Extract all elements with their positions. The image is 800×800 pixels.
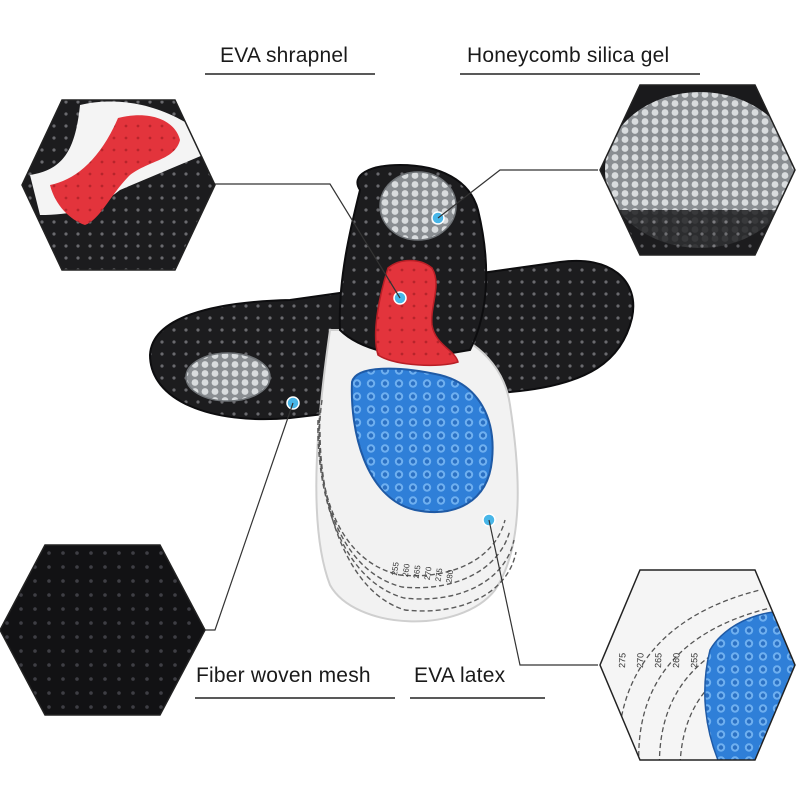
forefoot-gel-pad (350, 367, 494, 513)
leader-lines (205, 169, 598, 666)
size-mark: 270 (423, 566, 434, 581)
detail-size-mark: 275 (617, 653, 628, 668)
detail-eva-shrapnel (21, 99, 216, 271)
heel-honeycomb-pad (379, 171, 457, 241)
size-mark: 280 (444, 569, 455, 584)
size-mark: 275 (434, 567, 445, 582)
detail-honeycomb-silica-gel (599, 84, 796, 256)
label-eva-latex: EVA latex (414, 664, 506, 687)
size-mark: 265 (412, 564, 423, 579)
size-mark: 255 (390, 561, 401, 576)
front-insole: 255 260 265 270 275 280 (315, 163, 519, 623)
label-fiber-woven-mesh: Fiber woven mesh (196, 664, 371, 687)
label-eva-shrapnel: EVA shrapnel (220, 44, 349, 67)
detail-size-mark: 270 (635, 653, 646, 668)
detail-size-mark: 260 (671, 653, 682, 668)
detail-size-mark: 255 (689, 653, 700, 668)
size-mark: 260 (401, 563, 412, 578)
arch-eva-shrapnel (374, 259, 459, 367)
detail-eva-latex: 275 270 265 260 255 (599, 569, 796, 761)
label-honeycomb-silica-gel: Honeycomb silica gel (467, 44, 670, 67)
heel-gel-pad (185, 352, 271, 402)
detail-size-mark: 265 (653, 653, 664, 668)
detail-fiber-woven-mesh (0, 544, 206, 716)
